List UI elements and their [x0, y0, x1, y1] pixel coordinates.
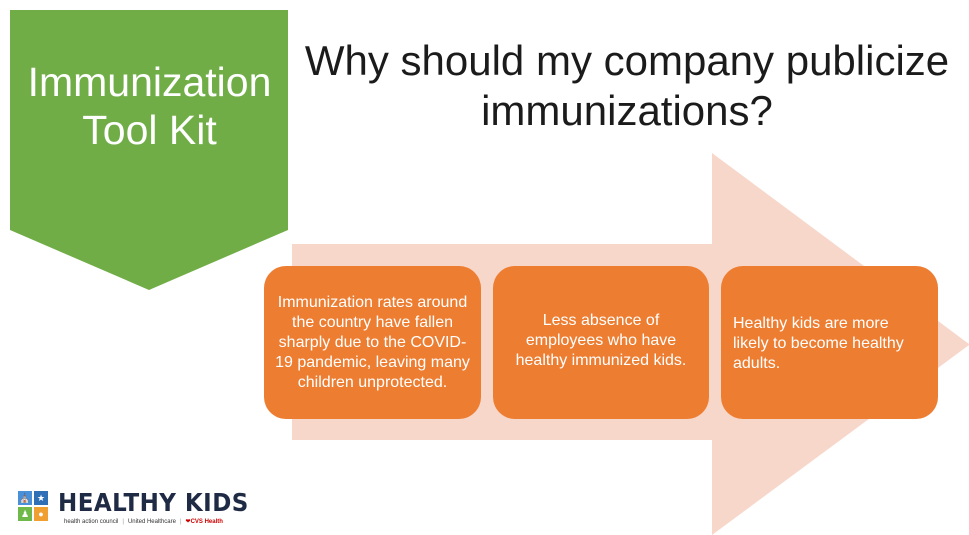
- banner-line-1: Immunization: [27, 59, 272, 105]
- slide-title: Why should my company publicize immuniza…: [282, 36, 969, 136]
- logo-partners: health action council | United Healthcar…: [64, 518, 223, 526]
- reason-card-2: Less absence of employees who have healt…: [493, 266, 709, 419]
- title-line-2: immunizations?: [481, 87, 773, 134]
- healthy-kids-logo: ⛪ ★ ♟ ● HEALTHY KIDS health action counc…: [18, 488, 248, 526]
- partner-separator: |: [122, 518, 124, 525]
- trophy-icon: ★: [34, 491, 48, 505]
- partner-separator: |: [179, 518, 182, 525]
- title-line-1: Why should my company publicize: [304, 37, 950, 84]
- reason-card-3-text: Healthy kids are more likely to become h…: [733, 315, 904, 372]
- banner-pentagon: [10, 10, 288, 290]
- logo-name: HEALTHY KIDS: [58, 488, 249, 517]
- partner-cvs-health: ❤CVS Health: [185, 519, 223, 525]
- banner-line-2: Tool Kit: [82, 107, 217, 153]
- hospital-icon: ⛪: [18, 491, 32, 505]
- partner-cvs-health-label: CVS Health: [190, 519, 223, 525]
- partner-united-healthcare: United Healthcare: [127, 518, 176, 525]
- reason-card-2-text: Less absence of employees who have healt…: [515, 311, 687, 369]
- logo-icon-grid: ⛪ ★ ♟ ●: [18, 491, 50, 523]
- banner-title: Immunization Tool Kit: [12, 58, 287, 154]
- banner-shape: [10, 10, 288, 290]
- reason-card-3: Healthy kids are more likely to become h…: [721, 266, 938, 419]
- runner-icon: ♟: [18, 507, 32, 521]
- reason-card-1-text: Immunization rates around the country ha…: [275, 293, 470, 391]
- partner-health-action-council: health action council: [64, 518, 119, 525]
- food-icon: ●: [34, 507, 48, 521]
- reason-card-1: Immunization rates around the country ha…: [264, 266, 481, 419]
